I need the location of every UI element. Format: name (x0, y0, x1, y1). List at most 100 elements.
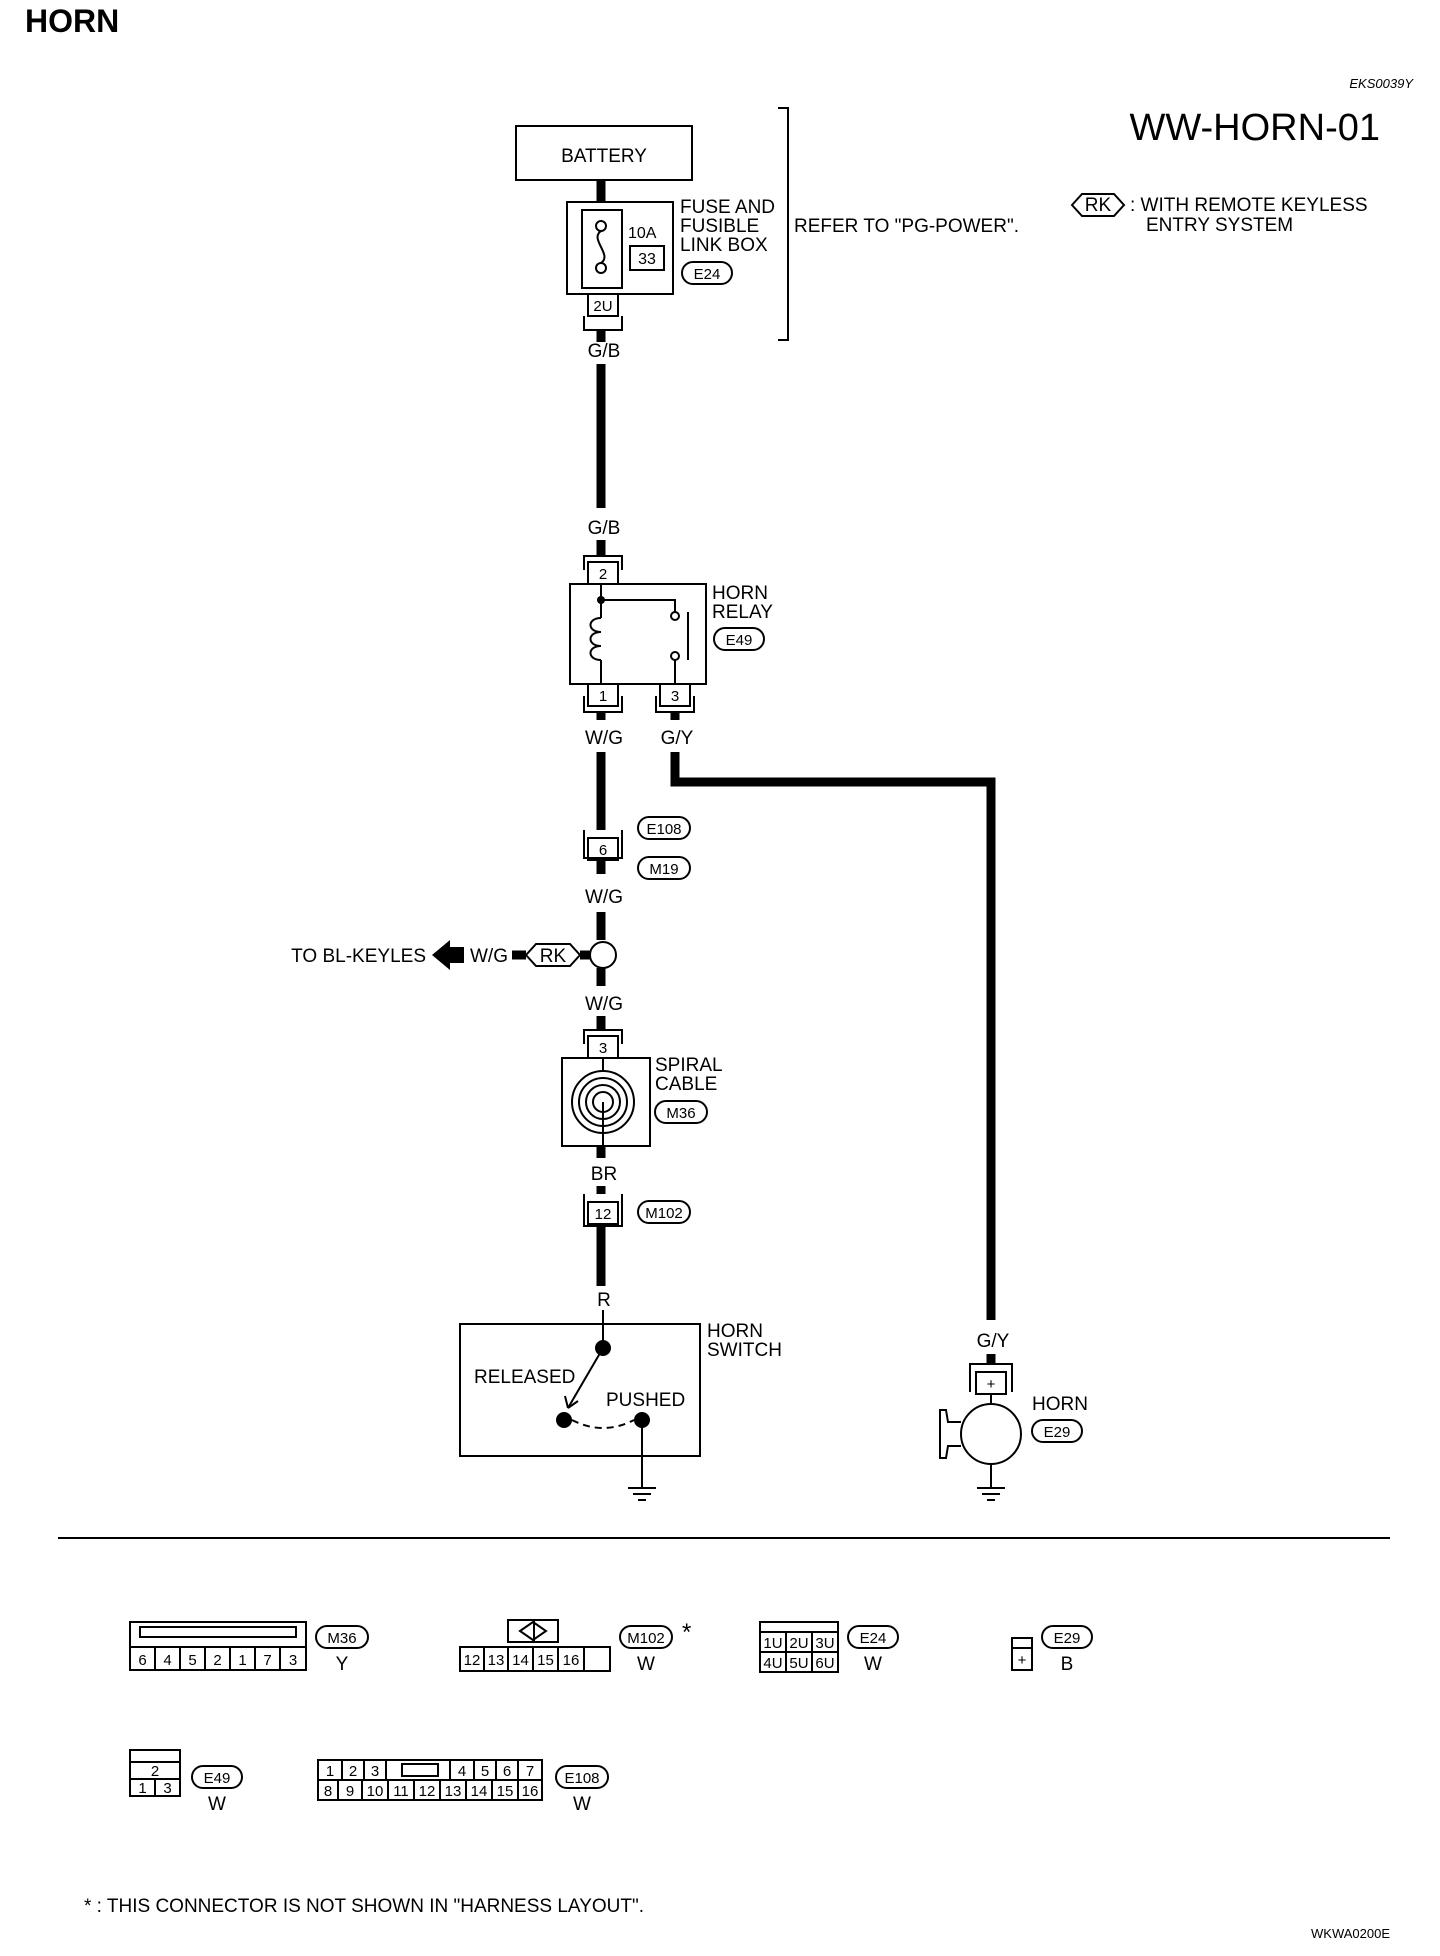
wire-label-gb-top: G/B (588, 341, 621, 362)
pin-2u: 2U (593, 298, 612, 315)
connector-m36: 6 4 5 2 1 7 3 M36 Y (129, 1621, 369, 1675)
e108-pin: 6 (503, 1763, 511, 1780)
e108-pin: 14 (471, 1783, 488, 1800)
e108-pin: 5 (481, 1763, 489, 1780)
m102-badge (637, 1200, 691, 1224)
refer-text: REFER TO "PG-POWER". (794, 216, 1019, 237)
e108-pin: 3 (371, 1763, 379, 1780)
relay-contact-top (670, 611, 680, 621)
ground-icon (628, 1487, 656, 1501)
spiral-conn-badge (654, 1100, 708, 1124)
fuse-amp: 10A (628, 225, 657, 242)
horn-conn-badge (1031, 1419, 1083, 1443)
m102-pin: 12 (595, 1206, 612, 1223)
joint-pin: 6 (599, 842, 607, 859)
m102-pin-view: 15 (537, 1652, 554, 1669)
m36-color: Y (336, 1654, 349, 1675)
m102-pin-view: 12 (464, 1652, 481, 1669)
m36-pin: 4 (163, 1652, 171, 1669)
relay-conn: E49 (726, 632, 753, 649)
figure-code: WKWA0200E (1311, 1926, 1390, 1941)
fuse-label-1: FUSE AND (680, 197, 775, 218)
footnote: * : THIS CONNECTOR IS NOT SHOWN IN "HARN… (84, 1896, 644, 1917)
m19-badge (637, 856, 691, 880)
horn-switch-blade (567, 1347, 604, 1409)
legend: RK : WITH REMOTE KEYLESS ENTRY SYSTEM (1070, 193, 1368, 236)
wire-label-br: BR (591, 1164, 617, 1185)
relay-pin2: 2 (599, 566, 607, 583)
e108-id: E108 (564, 1770, 599, 1787)
m102-color: W (637, 1654, 655, 1675)
connector-m102: 12 13 14 15 16 M102 * W (459, 1619, 691, 1675)
joint-conn-bottom: M19 (649, 861, 678, 878)
e108-color: W (573, 1794, 591, 1815)
e108-housing (583, 830, 623, 859)
ground-icon (977, 1487, 1005, 1501)
fuse-conn: E24 (694, 266, 721, 283)
e29-id: E29 (1054, 1630, 1081, 1647)
m102-pin-view: 16 (563, 1652, 580, 1669)
relay-contact-bottom (670, 651, 680, 661)
e24-id: E24 (860, 1630, 887, 1647)
e108-pin: 9 (346, 1783, 354, 1800)
m36-pin: 3 (289, 1652, 297, 1669)
fuse-conn-badge (681, 261, 733, 285)
relay-pin3: 3 (671, 688, 679, 705)
connector-e49: 2 1 3 E49 W (129, 1749, 243, 1815)
fuse-box (566, 201, 674, 295)
e108-pin: 10 (367, 1783, 384, 1800)
e108-pin: 2 (349, 1763, 357, 1780)
e108-pin: 13 (445, 1783, 462, 1800)
e108-pin: 4 (458, 1763, 466, 1780)
wire-gy-to-horn (670, 752, 996, 1320)
rk-branch-badge: RK (540, 946, 567, 967)
e29-color: B (1061, 1654, 1074, 1675)
e24-pin: 2U (789, 1635, 808, 1652)
e108-pin: 11 (393, 1783, 409, 1800)
refer-bracket (778, 107, 789, 341)
m36-pin: 2 (213, 1652, 221, 1669)
m36-pin: 5 (188, 1652, 196, 1669)
wire-label-wg3: W/G (585, 994, 623, 1015)
fuse-number-box (629, 245, 665, 271)
e108-pin: 15 (497, 1783, 514, 1800)
horn-pin: + (987, 1376, 996, 1393)
e108-pin: 7 (526, 1763, 534, 1780)
e24-pin: 3U (815, 1635, 834, 1652)
pin-2u-housing (583, 316, 623, 331)
splice-point (589, 941, 617, 969)
fuse-number: 33 (638, 251, 656, 268)
page-title: HORN (25, 3, 119, 39)
e49-pin: 2 (151, 1763, 159, 1780)
relay-pin1-box (587, 683, 619, 707)
spiral-label-2: CABLE (655, 1074, 717, 1095)
m102-star: * (682, 1619, 691, 1646)
connector-e108: 1 2 3 4 5 6 7 8 9 10 11 12 13 14 15 16 E… (317, 1759, 609, 1815)
horn-body (960, 1403, 1022, 1465)
joint-conn-top: E108 (646, 821, 681, 838)
fuse-label-2: FUSIBLE (680, 216, 759, 237)
fuse-inner (581, 209, 623, 289)
relay-pin3-box (659, 683, 691, 707)
wire-label-gy1: G/Y (661, 728, 694, 749)
m102-conn: M102 (645, 1205, 683, 1222)
horn-switch-label-2: SWITCH (707, 1340, 782, 1361)
spiral-pin-housing (583, 1029, 623, 1044)
horn-switch-released: RELEASED (474, 1367, 575, 1388)
wire-label-gy-horn: G/Y (977, 1331, 1010, 1352)
legend-line1: : WITH REMOTE KEYLESS (1130, 195, 1368, 216)
rk-legend-badge: RK (1085, 195, 1112, 216)
pin-2u-box (587, 293, 619, 317)
e24-pin: 5U (789, 1655, 808, 1672)
wire-label-wg1: W/G (585, 728, 623, 749)
relay-coil (589, 617, 602, 661)
rk-legend-badge-shape (1070, 193, 1126, 217)
wire-label-wg-branch: W/G (470, 946, 508, 967)
horn-switch-contact-released (556, 1412, 572, 1428)
horn-switch-box (459, 1323, 701, 1457)
relay-conn-badge (713, 627, 765, 651)
e24-pin: 6U (815, 1655, 834, 1672)
e49-id: E49 (204, 1770, 231, 1787)
diagram-id: WW-HORN-01 (1129, 107, 1380, 149)
